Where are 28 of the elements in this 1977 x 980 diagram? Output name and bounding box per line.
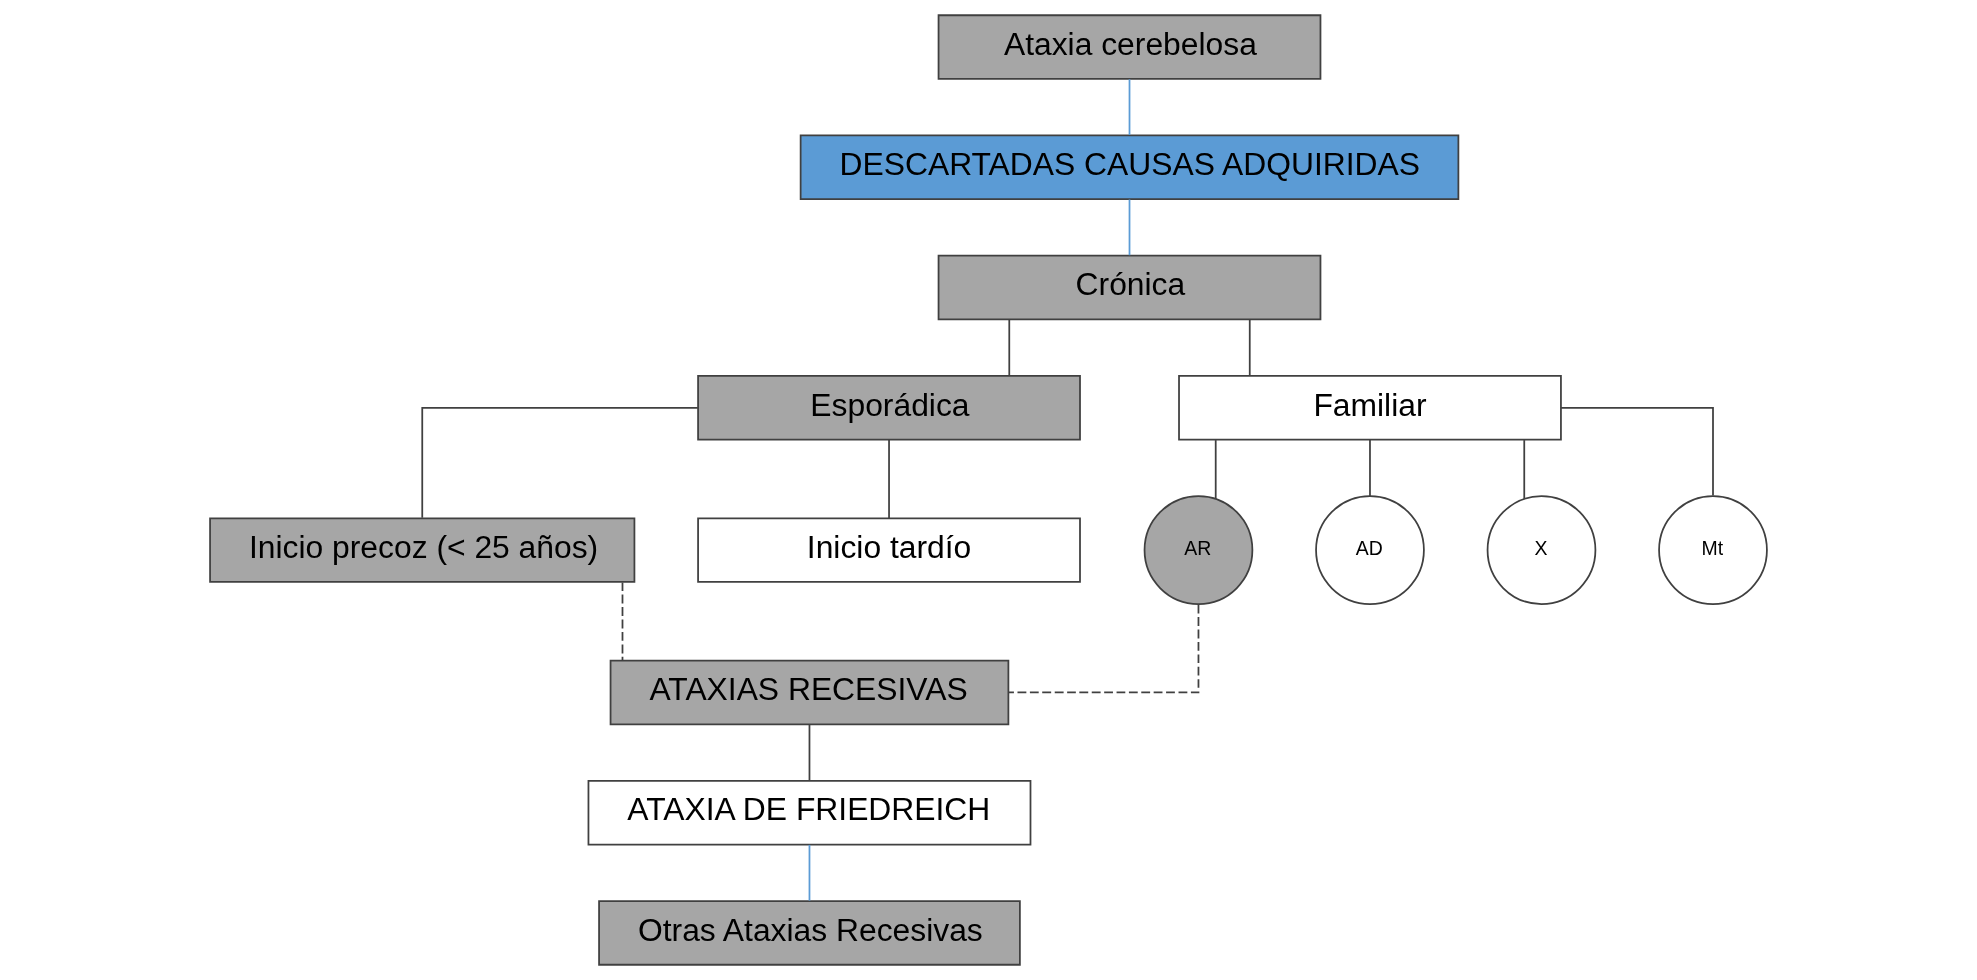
node-box: DESCARTADAS CAUSAS ADQUIRIDAS xyxy=(799,134,1460,201)
node-box: Inicio tardío xyxy=(697,517,1081,583)
node-box: Familiar xyxy=(1178,375,1562,441)
connector xyxy=(1128,78,1131,136)
node-box: Esporádica xyxy=(697,375,1081,441)
connector xyxy=(808,844,811,902)
connector xyxy=(1523,439,1526,500)
connector xyxy=(1248,318,1251,377)
node-box: Ataxia cerebelosa xyxy=(937,14,1322,80)
connector xyxy=(1560,406,1714,497)
connector xyxy=(1007,603,1200,694)
connector xyxy=(1128,198,1131,257)
connector xyxy=(888,439,890,519)
connector xyxy=(621,581,624,662)
connector xyxy=(421,406,699,519)
node-box: Inicio precoz (< 25 años) xyxy=(209,517,636,583)
connector xyxy=(1008,318,1011,377)
connector xyxy=(808,723,811,782)
node-box: ATAXIA DE FRIEDREICH xyxy=(587,779,1032,846)
node-circle: AD xyxy=(1315,495,1425,605)
node-circle: Mt xyxy=(1658,495,1768,605)
node-box: Crónica xyxy=(937,254,1322,321)
node-circle: X xyxy=(1486,495,1597,605)
connector xyxy=(1369,439,1371,498)
connector xyxy=(1214,439,1217,500)
node-box: Otras Ataxias Recesivas xyxy=(598,900,1021,966)
node-box: ATAXIAS RECESIVAS xyxy=(609,659,1010,726)
node-circle: AR xyxy=(1143,495,1254,605)
